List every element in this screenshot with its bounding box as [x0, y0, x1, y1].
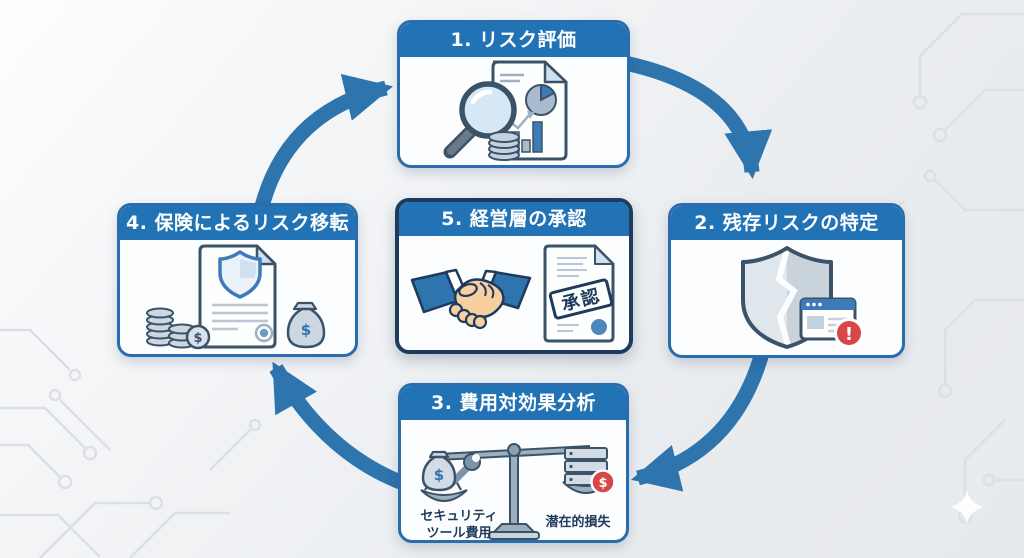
money-bag-icon: $ [286, 301, 325, 349]
step1-title: 1. リスク評価 [400, 23, 627, 57]
step-card-cost-benefit: 3. 費用対効果分析 $ [398, 383, 629, 543]
scale-right-label: 潜在的損失 [545, 514, 611, 530]
dollar-coin-icon: $ [185, 324, 210, 350]
magnifier-document-icon [443, 60, 567, 161]
balance-scale-icon: $ $ [419, 442, 616, 540]
approval-document-icon: 承認 [543, 244, 615, 343]
cracked-shield-icon: ! [740, 246, 864, 350]
coin-stack-icon [145, 307, 196, 349]
step5-title: 5. 経営層の承認 [399, 202, 629, 236]
step-card-management-approval: 5. 経営層の承認 [395, 198, 633, 354]
insurance-document-icon: $ $ [145, 244, 325, 350]
svg-text:$: $ [193, 331, 202, 346]
step4-title: 4. 保険によるリスク移転 [120, 206, 355, 240]
step-card-residual-risk: 2. 残存リスクの特定 ! [668, 203, 905, 358]
dollar-badge-icon [589, 469, 616, 495]
svg-text:!: ! [844, 324, 852, 345]
step-card-risk-assessment: 1. リスク評価 [397, 20, 630, 168]
step3-title: 3. 費用対効果分析 [401, 386, 626, 420]
alert-icon: ! [833, 318, 864, 349]
handshake-icon [410, 268, 532, 329]
arrow-step2-to-step3 [631, 344, 772, 492]
step2-title: 2. 残存リスクの特定 [671, 206, 902, 240]
step-card-insurance-transfer: 4. 保険によるリスク移転 [117, 203, 358, 357]
arrow-step4-to-step1 [252, 74, 394, 216]
money-bag-wrench-icon: $ [421, 450, 481, 492]
scale-left-label: セキュリティ ツール費用 [420, 509, 498, 541]
svg-text:$: $ [433, 466, 443, 484]
approval-stamp: 承認 [548, 278, 614, 320]
arrow-step1-to-step2 [608, 52, 773, 180]
svg-text:$: $ [300, 321, 310, 339]
sparkle-icon [950, 490, 984, 524]
server-loss-icon: $ [563, 446, 616, 495]
svg-text:$: $ [598, 476, 607, 491]
seal-icon [591, 318, 607, 335]
shield-icon [217, 250, 262, 299]
